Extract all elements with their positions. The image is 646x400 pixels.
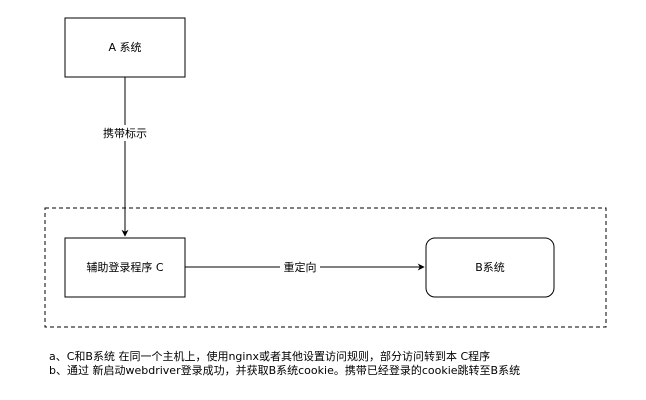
node-system-a: A 系统 bbox=[64, 17, 186, 78]
edge-c-to-b-label: 重定向 bbox=[284, 260, 317, 274]
node-system-b: B系统 bbox=[425, 237, 555, 298]
node-helper-c-box bbox=[64, 237, 186, 298]
edge-a-to-c-label-bg bbox=[98, 125, 152, 141]
edge-c-to-b: 重定向 bbox=[185, 260, 425, 274]
edge-a-to-c-label: 携带标示 bbox=[103, 126, 147, 140]
node-system-a-label: A 系统 bbox=[108, 41, 141, 54]
node-system-b-box bbox=[425, 237, 555, 298]
dashed-group-container bbox=[44, 207, 607, 328]
node-helper-c: 辅助登录程序 C bbox=[64, 237, 186, 298]
node-helper-c-label: 辅助登录程序 C bbox=[86, 260, 163, 274]
node-system-a-box bbox=[64, 17, 186, 78]
note-a: a、C和B系统 在同一个主机上，使用nginx或者其他设置访问规则，部分访问转到… bbox=[49, 350, 491, 363]
edge-a-to-c: 携带标示 bbox=[98, 77, 152, 237]
edge-c-to-b-label-bg bbox=[280, 260, 320, 274]
note-b: b、通过 新启动webdriver登录成功，并获取B系统cookie。携带已经登… bbox=[49, 364, 521, 377]
node-system-b-label: B系统 bbox=[475, 261, 505, 274]
diagram-notes: a、C和B系统 在同一个主机上，使用nginx或者其他设置访问规则，部分访问转到… bbox=[49, 350, 520, 378]
